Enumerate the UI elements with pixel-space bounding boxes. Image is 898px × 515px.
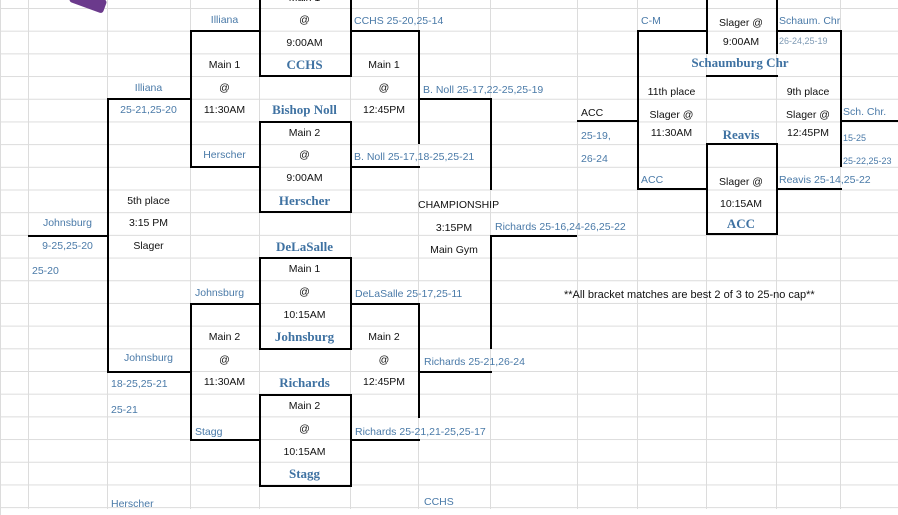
score-label: 25-21 (111, 404, 138, 416)
team-heading: Schaumburg Chr (691, 55, 789, 70)
grid-col (637, 0, 638, 509)
team-heading: DeLaSalle (275, 239, 334, 254)
team-label: Herscher (111, 498, 154, 510)
grid-col (259, 0, 260, 509)
time-label: 12:45PM (362, 376, 406, 388)
at-label: @ (299, 286, 310, 298)
champion-result: Richards 25-16,24-26,25-22 (495, 221, 626, 233)
score-label: 25-22,25-23 (843, 156, 892, 166)
site-label: Main 2 (288, 127, 321, 139)
team-label: ACC (641, 174, 664, 186)
logo-image (68, 0, 108, 14)
result-label: Richards 25-21,21-25,25-17 (355, 426, 486, 438)
result-label: Richards 25-21,26-24 (424, 356, 525, 368)
site-label: Main 1 (259, 0, 350, 9)
score-label: 25-20 (32, 265, 59, 277)
grid-col (840, 0, 841, 509)
score-label: 26-24,25-19 (779, 36, 828, 46)
team-label: ACC (581, 107, 604, 119)
grid-col (350, 0, 351, 509)
team-heading: Reavis (722, 127, 760, 142)
team-label: Herscher (203, 149, 246, 161)
team-label: Johnsburg (195, 287, 245, 299)
grid-col (706, 0, 707, 509)
team-label: Illiana (134, 82, 163, 94)
at-label: @ (299, 14, 310, 26)
at-label: @ (299, 423, 310, 435)
time-label: 10:15AM (283, 309, 326, 321)
site-label: Main 1 (208, 59, 241, 71)
score-label: 25-21,25-20 (120, 104, 177, 116)
result-label: B. Noll 25-17,22-25,25-19 (423, 84, 544, 96)
team-label: Illiana (210, 14, 239, 26)
team-heading: Herscher (278, 193, 331, 208)
site-label: Slager @ (719, 17, 763, 29)
championship-label: CHAMPIONSHIP (418, 199, 500, 211)
rules-note: **All bracket matches are best 2 of 3 to… (564, 289, 815, 301)
time-label: 11:30AM (203, 376, 246, 388)
site-label: Main 2 (208, 331, 241, 343)
time-label: 9:00AM (286, 172, 323, 184)
time-label: 11:30AM (203, 104, 246, 116)
time-label: 3:15 PM (128, 217, 169, 229)
grid-col (577, 0, 578, 509)
result-label: CCHS 25-20,25-14 (354, 15, 444, 27)
at-label: @ (378, 354, 390, 366)
site-label: Main 2 (288, 400, 321, 412)
team-label: Johnsburg (42, 217, 93, 229)
at-label: @ (219, 354, 230, 366)
at-label: @ (299, 149, 310, 161)
score-label: 25-19, (581, 130, 611, 142)
team-heading: Bishop Noll (272, 102, 337, 117)
result-label: Reavis 25-14,25-22 (779, 174, 871, 186)
site-label: Main 2 (368, 331, 400, 343)
time-label: 9:00AM (286, 37, 323, 49)
result-label: DeLaSalle 25-17,25-11 (355, 288, 463, 300)
at-label: @ (378, 82, 390, 94)
grid-col (418, 0, 419, 509)
site-label: Slager @ (719, 176, 763, 188)
site-label: Main 1 (368, 59, 400, 71)
place-label: 5th place (127, 195, 170, 207)
at-label: @ (219, 82, 230, 94)
time-label: 12:45PM (786, 127, 830, 139)
time-label: 12:45PM (362, 104, 406, 116)
score-label: 18-25,25-21 (111, 378, 168, 390)
score-label: 15-25 (843, 133, 867, 143)
team-heading: ACC (726, 216, 756, 231)
time-label: 10:15AM (719, 198, 763, 210)
team-label: Stagg (195, 426, 223, 438)
time-label: 11:30AM (650, 127, 693, 139)
team-label: Sch. Chr. (843, 106, 887, 118)
grid-col (776, 0, 777, 509)
site-label: Slager @ (649, 109, 694, 121)
site-label: Slager (133, 240, 164, 252)
grid-col (190, 0, 191, 509)
team-heading: Stagg (288, 466, 321, 481)
score-label: 26-24 (581, 153, 608, 165)
site-label: Slager @ (786, 109, 830, 121)
team-label: C-M (641, 15, 661, 27)
place-label: 9th place (786, 86, 830, 98)
time-label: 9:00AM (722, 36, 760, 48)
team-label: Johnsburg (123, 352, 174, 364)
result-label: B. Noll 25-17,18-25,25-21 (354, 151, 475, 163)
site-label: Main Gym (430, 244, 478, 256)
team-heading: Johnsburg (274, 329, 335, 344)
team-label: CCHS (424, 496, 454, 508)
grid-col (28, 0, 29, 509)
team-heading: CCHS (286, 57, 323, 72)
site-label: Main 1 (288, 263, 321, 275)
team-heading: Richards (279, 375, 330, 390)
team-label: Schaum. Chr (779, 15, 841, 27)
time-label: 10:15AM (283, 446, 326, 458)
score-label: 9-25,25-20 (42, 240, 93, 252)
time-label: 3:15PM (435, 222, 473, 234)
place-label: 11th place (647, 86, 696, 98)
